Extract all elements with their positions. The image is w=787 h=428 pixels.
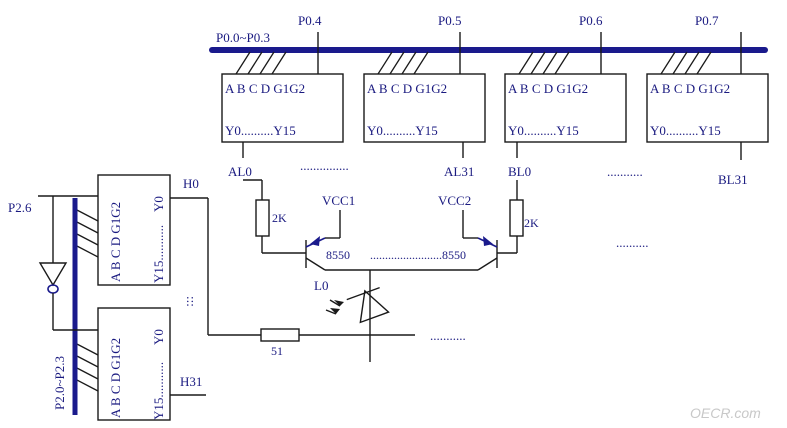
resistor-51-label: 51	[271, 344, 283, 358]
resistor-2k-right	[509, 199, 524, 237]
row-ellipsis-vertical: :::	[184, 296, 199, 307]
port-label-p04: P0.4	[298, 13, 322, 28]
port-label-p05: P0.5	[438, 13, 461, 28]
row-decoder-2-y0: Y0	[151, 329, 166, 345]
al0-label: AL0	[228, 164, 252, 179]
top-decoder-2: A B C D G1G2 Y0..........Y15	[363, 51, 486, 143]
top-decoder-2-pins: A B C D G1G2	[367, 81, 447, 96]
col-ellipsis: ...............	[300, 158, 349, 173]
resistor-51	[260, 328, 300, 342]
led-label: L0	[314, 278, 328, 293]
top-decoder-1: A B C D G1G2 Y0..........Y15	[221, 51, 344, 143]
top-decoder-4-outputs: Y0..........Y15	[650, 123, 721, 138]
top-decoder-1-outputs: Y0..........Y15	[225, 123, 296, 138]
h31-label: H31	[180, 374, 202, 389]
p0-bus-label: P0.0~P0.3	[216, 30, 270, 45]
row-decoder-2-y15: Y15...........	[151, 362, 166, 420]
inverter	[38, 262, 68, 287]
row-decoder-1: A B C D G1G2 Y0 Y15...........	[74, 174, 171, 286]
vcc1-label: VCC1	[322, 193, 355, 208]
row-decoder-1-y15: Y15...........	[151, 225, 166, 283]
transistor-2-label: ........................8550	[370, 248, 466, 262]
bl31-label: BL31	[718, 172, 748, 187]
led-l0	[325, 286, 390, 324]
bl0-label: BL0	[508, 164, 531, 179]
col-ellipsis-2: ...........	[607, 164, 643, 179]
row-decoder-1-y0: Y0	[151, 196, 166, 212]
transistor-1-label: 8550	[326, 248, 350, 262]
al31-label: AL31	[444, 164, 474, 179]
row-decoder-2-pins: A B C D G1G2	[108, 338, 123, 418]
top-decoder-4: A B C D G1G2 Y0..........Y15	[646, 51, 769, 143]
transistor-1-arrow	[310, 236, 320, 246]
row-decoder-2: A B C D G1G2 Y0 Y15...........	[74, 307, 171, 421]
top-decoder-2-outputs: Y0..........Y15	[367, 123, 438, 138]
top-decoder-3: A B C D G1G2 Y0..........Y15	[504, 51, 627, 143]
transistor-2-arrow	[483, 236, 493, 246]
vcc2-label: VCC2	[438, 193, 471, 208]
p26-label: P2.6	[8, 200, 32, 215]
port-label-p06: P0.6	[579, 13, 603, 28]
mid-ellipsis: ..........	[616, 235, 649, 250]
h0-label: H0	[183, 176, 199, 191]
top-decoder-4-pins: A B C D G1G2	[650, 81, 730, 96]
resistor-2k-right-label: 2K	[524, 216, 539, 230]
p2-bus-label: P2.0~P2.3	[52, 356, 67, 410]
watermark: OECR.com	[690, 405, 761, 421]
resistor-2k-left-label: 2K	[272, 211, 287, 225]
top-decoder-3-outputs: Y0..........Y15	[508, 123, 579, 138]
port-label-p07: P0.7	[695, 13, 719, 28]
resistor-2k-left	[255, 199, 270, 237]
top-decoder-1-pins: A B C D G1G2	[225, 81, 305, 96]
row-decoder-1-pins: A B C D G1G2	[108, 202, 123, 282]
row-ellipsis: ...........	[430, 328, 466, 343]
top-decoder-3-pins: A B C D G1G2	[508, 81, 588, 96]
